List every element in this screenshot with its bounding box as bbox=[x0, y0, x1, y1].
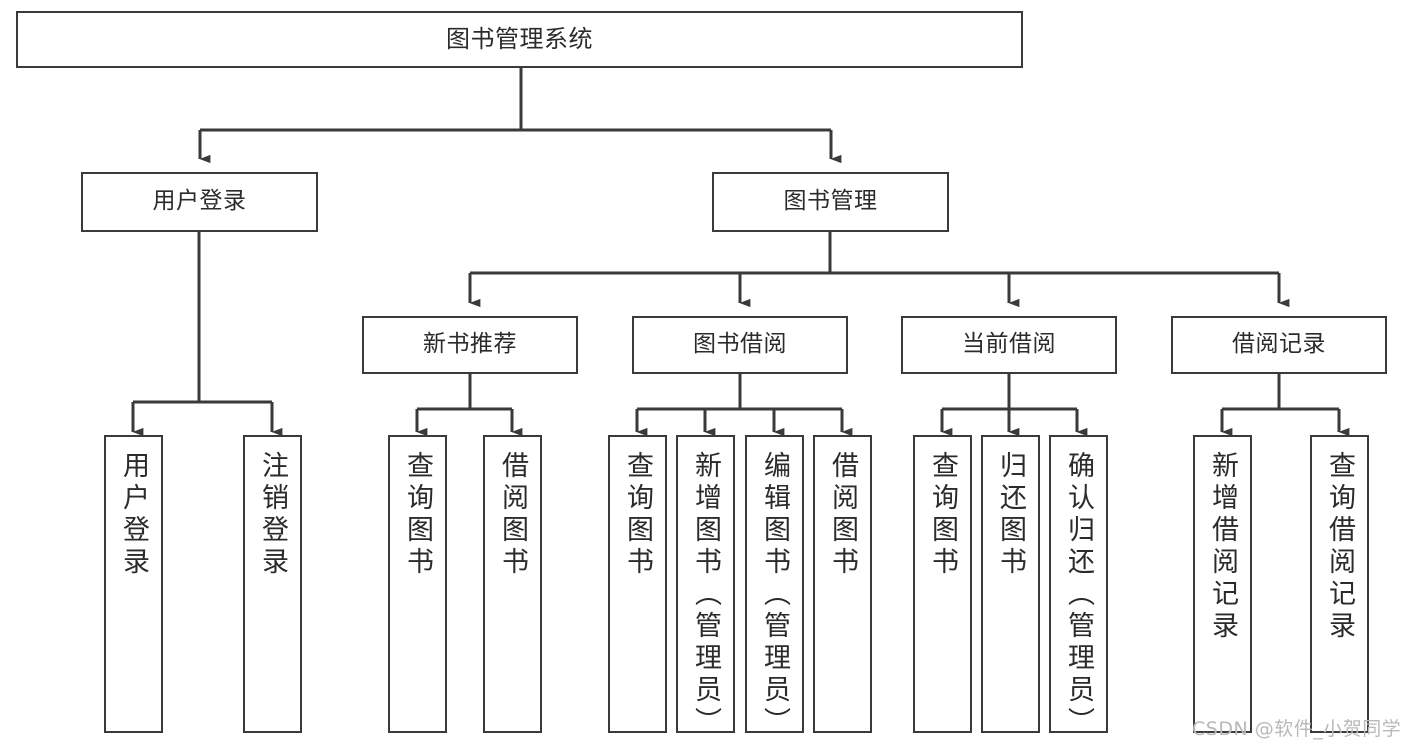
node-label: 当前借阅 bbox=[962, 331, 1056, 358]
node-label: 图书借阅 bbox=[693, 331, 787, 358]
leaf-borrow-borrow-book[interactable]: 借阅图书 bbox=[813, 435, 872, 733]
leaf-recommend-query-book[interactable]: 查询图书 bbox=[388, 435, 447, 733]
leaf-record-add-record[interactable]: 新增借阅记录 bbox=[1193, 435, 1252, 733]
leaf-current-confirm-return-admin[interactable]: 确认归还（管理员） bbox=[1049, 435, 1108, 739]
watermark-text: CSDN @软件_小贺同学 bbox=[1192, 718, 1402, 740]
node-label: 注销登录 bbox=[257, 451, 288, 579]
node-label: 编辑图书（管理员） bbox=[759, 451, 790, 739]
node-label: 借阅图书 bbox=[497, 451, 528, 579]
leaf-current-query-book[interactable]: 查询图书 bbox=[913, 435, 972, 733]
node-label: 图书管理系统 bbox=[446, 25, 593, 54]
node-new-book-recommend[interactable]: 新书推荐 bbox=[362, 316, 578, 374]
node-user-login[interactable]: 用户登录 bbox=[81, 172, 318, 232]
node-borrow-record[interactable]: 借阅记录 bbox=[1171, 316, 1387, 374]
leaf-recommend-borrow-book[interactable]: 借阅图书 bbox=[483, 435, 542, 733]
node-label: 查询借阅记录 bbox=[1324, 451, 1355, 643]
leaf-borrow-edit-book-admin[interactable]: 编辑图书（管理员） bbox=[745, 435, 804, 739]
node-label: 查询图书 bbox=[402, 451, 433, 579]
node-label: 查询图书 bbox=[622, 451, 653, 579]
node-label: 借阅记录 bbox=[1232, 331, 1326, 358]
leaf-borrow-add-book-admin[interactable]: 新增图书（管理员） bbox=[676, 435, 735, 739]
node-book-borrow[interactable]: 图书借阅 bbox=[632, 316, 848, 374]
leaf-borrow-query-book[interactable]: 查询图书 bbox=[608, 435, 667, 733]
node-label: 查询图书 bbox=[927, 451, 958, 579]
node-label: 确认归还（管理员） bbox=[1063, 451, 1094, 739]
node-label: 归还图书 bbox=[995, 451, 1026, 579]
node-label: 用户登录 bbox=[152, 188, 247, 215]
node-label: 新书推荐 bbox=[423, 331, 517, 358]
leaf-logout[interactable]: 注销登录 bbox=[243, 435, 302, 733]
node-book-management[interactable]: 图书管理 bbox=[712, 172, 949, 232]
node-label: 新增图书（管理员） bbox=[690, 451, 721, 739]
node-label: 借阅图书 bbox=[827, 451, 858, 579]
node-label: 图书管理 bbox=[783, 188, 878, 215]
leaf-record-query-record[interactable]: 查询借阅记录 bbox=[1310, 435, 1369, 733]
node-label: 新增借阅记录 bbox=[1207, 451, 1238, 643]
node-root-system[interactable]: 图书管理系统 bbox=[16, 11, 1023, 68]
leaf-current-return-book[interactable]: 归还图书 bbox=[981, 435, 1040, 733]
node-label: 用户登录 bbox=[118, 451, 149, 579]
node-current-borrow[interactable]: 当前借阅 bbox=[901, 316, 1117, 374]
leaf-user-login[interactable]: 用户登录 bbox=[104, 435, 163, 733]
